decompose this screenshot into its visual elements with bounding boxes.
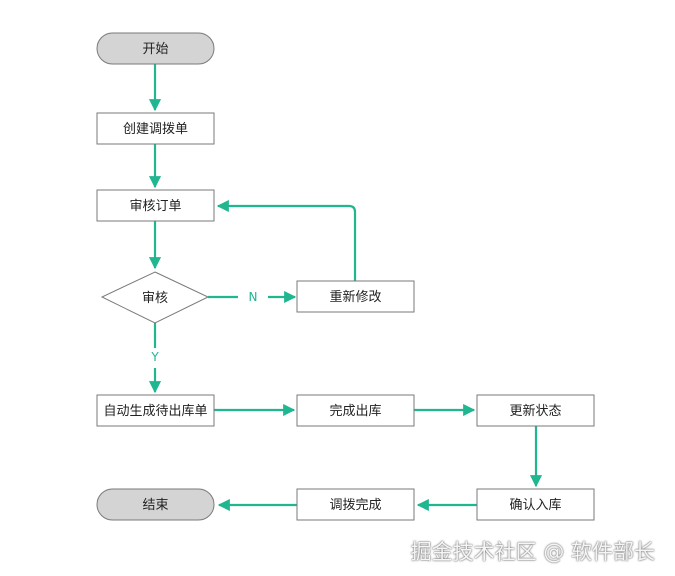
watermark: 掘金技术社区 @ 软件部长 [410,540,655,564]
node-transfer-done: 调拨完成 [296,488,415,521]
node-auto-gen: 自动生成待出库单 [96,394,215,427]
node-start-label: 开始 [142,42,168,57]
node-modify-label: 重新修改 [329,289,381,305]
node-review-order: 审核订单 [96,189,215,222]
node-review-label: 审核 [142,291,168,306]
node-update-status: 更新状态 [476,394,595,427]
node-confirm-in-label: 确认入库 [509,497,561,513]
node-create: 创建调拨单 [96,112,215,145]
node-transfer-done-label: 调拨完成 [329,498,381,513]
node-review-decision: 审核 [100,271,210,324]
node-modify: 重新修改 [296,280,415,313]
connectors [148,64,543,512]
node-end: 结束 [96,488,215,521]
node-confirm-in: 确认入库 [476,488,595,521]
node-end-label: 结束 [142,498,168,513]
node-create-label: 创建调拨单 [123,122,188,137]
edge-label-yes: Y [150,350,159,364]
node-update-status-label: 更新状态 [509,403,561,419]
node-review-order-label: 审核订单 [129,199,181,214]
node-out-done-label: 完成出库 [329,403,381,419]
edge-modify-review-order [216,199,357,281]
node-out-done: 完成出库 [296,394,415,427]
edge-label-no: N [249,290,258,304]
node-auto-gen-label: 自动生成待出库单 [103,403,207,419]
node-start: 开始 [96,32,215,65]
